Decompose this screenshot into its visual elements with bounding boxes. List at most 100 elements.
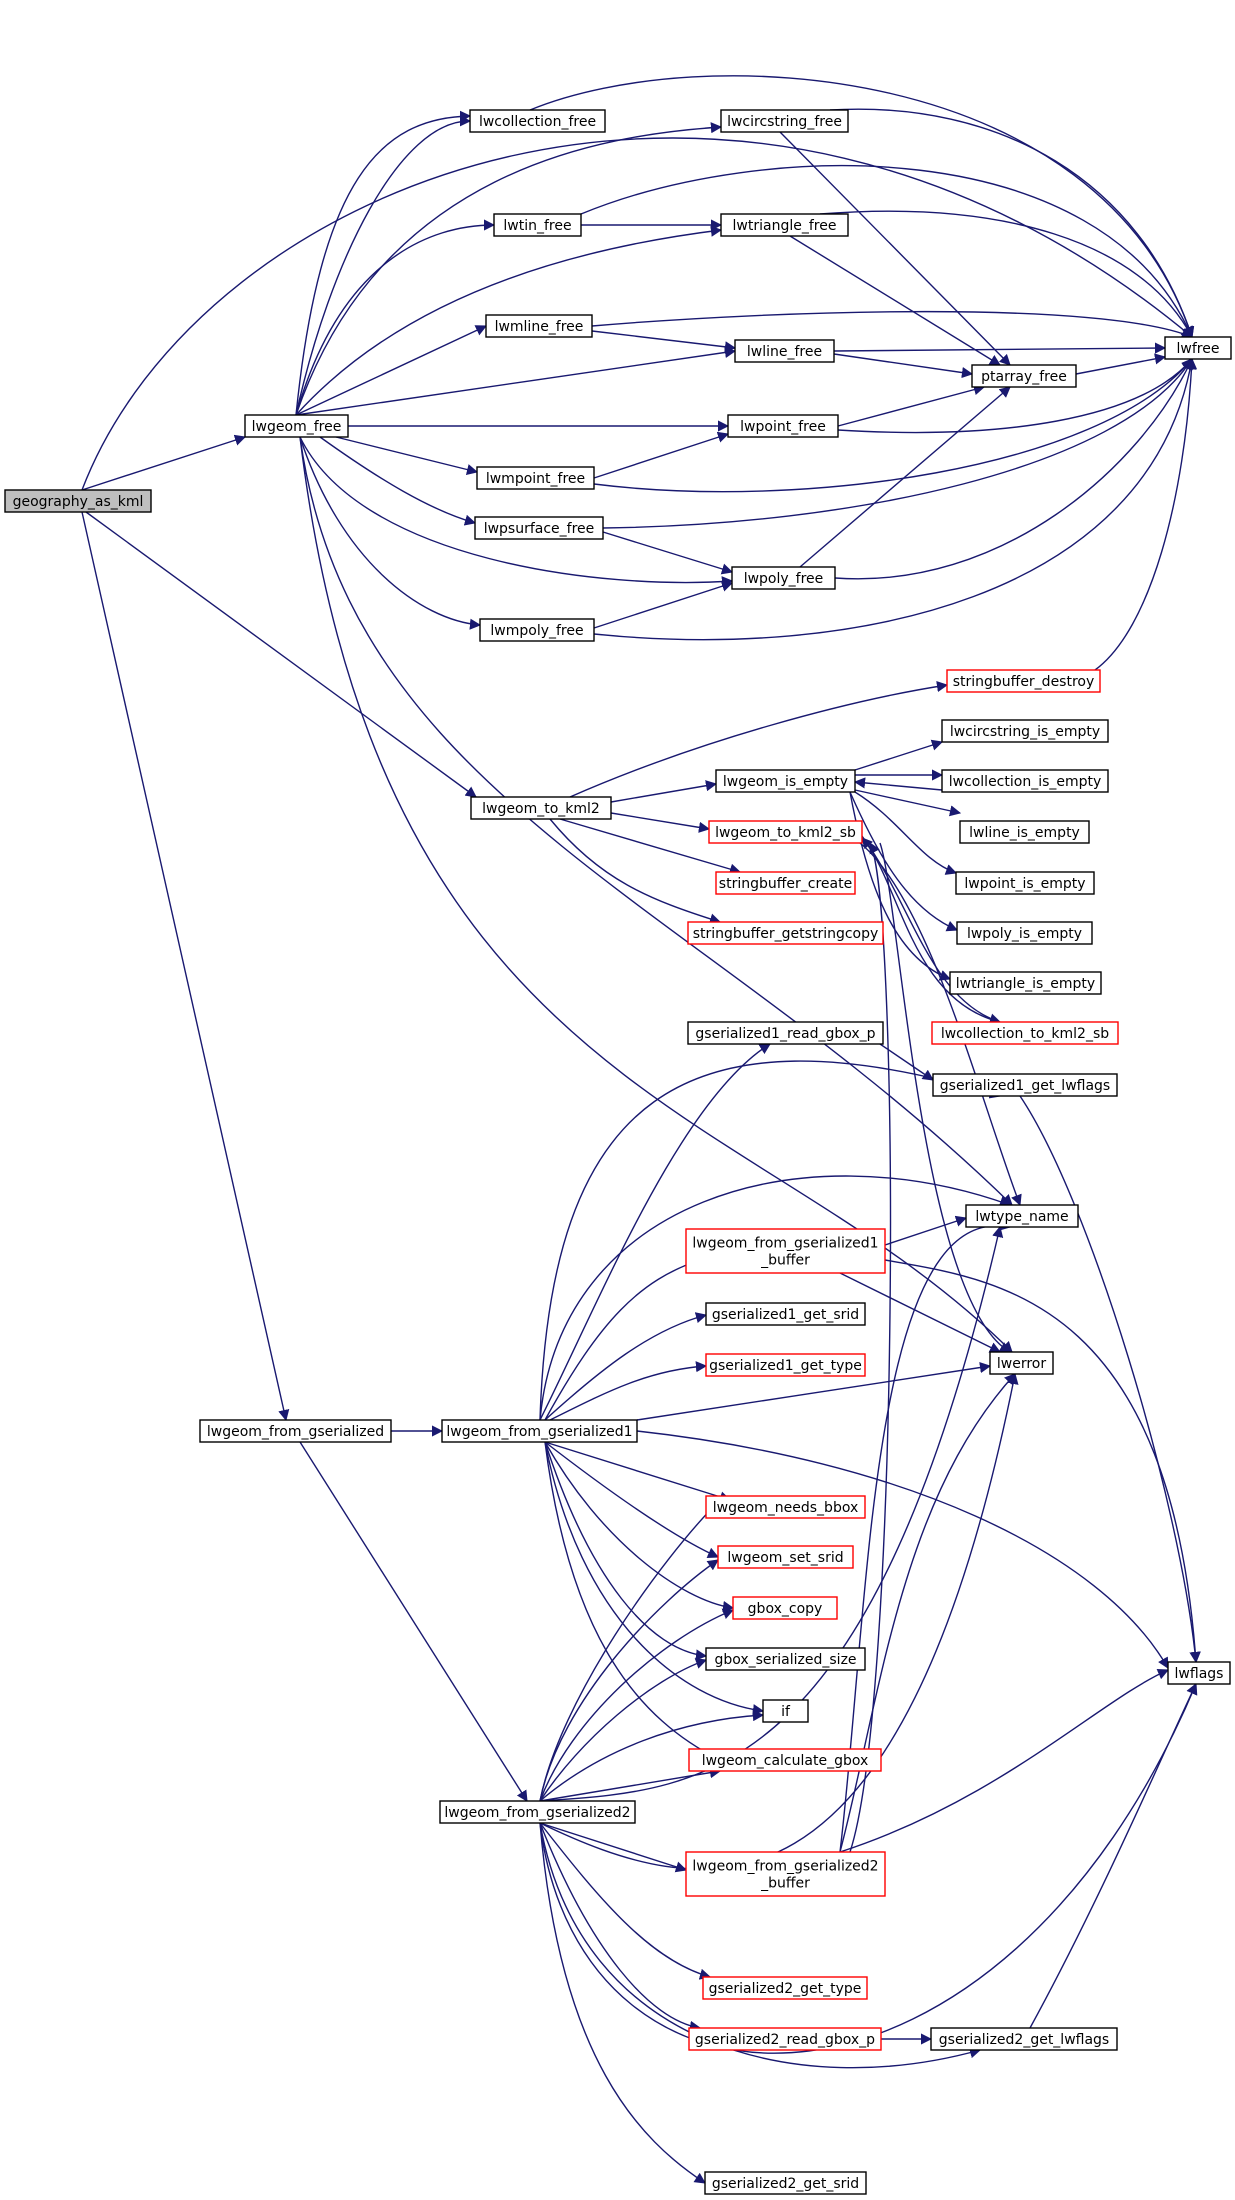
- node-lwline-is-empty[interactable]: lwline_is_empty: [959, 820, 1090, 844]
- node-gserialized1-read-gbox-p[interactable]: gserialized1_read_gbox_p: [687, 1021, 884, 1045]
- node-lwerror[interactable]: lwerror: [989, 1351, 1054, 1375]
- node-label: lwline_free: [747, 344, 822, 360]
- call-edge: [335, 436, 479, 476]
- node-lwtype-name[interactable]: lwtype_name: [965, 1204, 1079, 1228]
- call-edge: [879, 842, 1011, 1353]
- node-stringbuffer-destroy[interactable]: stringbuffer_destroy: [946, 669, 1101, 693]
- node-label: gbox_serialized_size: [714, 1652, 856, 1668]
- node-label: gserialized2_read_gbox_p: [695, 2032, 875, 2048]
- node-lwgeom-to-kml2[interactable]: lwgeom_to_kml2: [470, 796, 612, 820]
- node-lwgeom-from-gserialized1-buffer[interactable]: lwgeom_from_gserialized1_buffer: [685, 1228, 886, 1274]
- node-gserialized2-read-gbox-p[interactable]: gserialized2_read_gbox_p: [688, 2027, 882, 2051]
- node-lwgeom-calculate-gbox[interactable]: lwgeom_calculate_gbox: [688, 1748, 882, 1772]
- node-box: [702, 1976, 868, 2000]
- node-ptarray-free[interactable]: ptarray_free: [971, 364, 1077, 388]
- node-gbox-serialized-size[interactable]: gbox_serialized_size: [705, 1647, 866, 1671]
- node-lwgeom-is-empty[interactable]: lwgeom_is_empty: [715, 769, 856, 793]
- node-box: [705, 1647, 866, 1671]
- node-lwtriangle-is-empty[interactable]: lwtriangle_is_empty: [949, 971, 1102, 995]
- node-lwtin-free[interactable]: lwtin_free: [493, 213, 582, 237]
- node-box: [687, 921, 884, 945]
- function-nodes: geography_as_kmllwgeom_freelwcollection_…: [4, 109, 1232, 2195]
- node-lwpsurface-free[interactable]: lwpsurface_free: [474, 516, 604, 540]
- node-lwline-free[interactable]: lwline_free: [734, 339, 835, 363]
- node-box: [1167, 1661, 1231, 1685]
- node-lwcircstring-is-empty[interactable]: lwcircstring_is_empty: [941, 719, 1109, 743]
- node-stringbuffer-create[interactable]: stringbuffer_create: [715, 871, 856, 895]
- node-gserialized2-get-srid[interactable]: gserialized2_get_srid: [704, 2171, 867, 2195]
- node-lwgeom-from-gserialized2[interactable]: lwgeom_from_gserialized2: [439, 1800, 636, 1824]
- call-edge: [295, 115, 472, 416]
- node-box: [715, 769, 856, 793]
- node-lwpoint-is-empty[interactable]: lwpoint_is_empty: [955, 871, 1095, 895]
- node-lwflags[interactable]: lwflags: [1167, 1661, 1231, 1685]
- node-label: lwtriangle_is_empty: [956, 976, 1095, 992]
- node-gserialized2-get-type[interactable]: gserialized2_get_type: [702, 1976, 868, 2000]
- node-gserialized1-get-lwflags[interactable]: gserialized1_get_lwflags: [932, 1073, 1118, 1097]
- node-lwmpoly-free[interactable]: lwmpoly_free: [479, 618, 595, 642]
- node-if[interactable]: if: [762, 1699, 809, 1723]
- node-label: lwgeom_to_kml2: [482, 801, 600, 817]
- node-lwcircstring-free[interactable]: lwcircstring_free: [720, 109, 849, 133]
- node-lwgeom-needs-bbox[interactable]: lwgeom_needs_bbox: [705, 1495, 866, 1519]
- call-edge: [81, 511, 290, 1422]
- node-label: gbox_copy: [748, 1601, 823, 1617]
- call-edge: [544, 1441, 708, 1661]
- call-edge: [884, 1259, 1201, 1664]
- node-lwmline-free[interactable]: lwmline_free: [485, 314, 593, 338]
- node-lwcollection-free[interactable]: lwcollection_free: [469, 109, 606, 133]
- node-lwtriangle-free[interactable]: lwtriangle_free: [720, 213, 849, 237]
- call-edge: [295, 110, 472, 416]
- node-lwmpoint-free[interactable]: lwmpoint_free: [476, 466, 595, 490]
- node-box: [470, 796, 612, 820]
- call-edge: [819, 210, 1193, 338]
- node-label: gserialized1_read_gbox_p: [695, 1026, 875, 1042]
- node-label: lwerror: [997, 1356, 1046, 1372]
- node-box: [941, 719, 1109, 743]
- node-label: gserialized2_get_type: [709, 1981, 862, 1997]
- call-edge: [854, 739, 944, 771]
- call-edge: [295, 122, 723, 416]
- node-lwcollection-to-kml2-sb[interactable]: lwcollection_to_kml2_sb: [931, 1021, 1119, 1045]
- node-box: [715, 871, 856, 895]
- node-lwgeom-from-gserialized1[interactable]: lwgeom_from_gserialized1: [441, 1419, 638, 1443]
- node-gserialized1-get-srid[interactable]: gserialized1_get_srid: [705, 1302, 866, 1326]
- node-gserialized2-get-lwflags[interactable]: gserialized2_get_lwflags: [930, 2027, 1118, 2051]
- call-edge: [299, 436, 734, 588]
- node-label: lwgeom_to_kml2_sb: [715, 825, 856, 841]
- node-box: [687, 1021, 884, 1045]
- call-edge: [853, 777, 943, 791]
- node-lwpoly-is-empty[interactable]: lwpoly_is_empty: [956, 921, 1093, 945]
- call-edge: [833, 353, 974, 379]
- call-edge: [539, 1822, 702, 2032]
- node-lwgeom-set-srid[interactable]: lwgeom_set_srid: [717, 1545, 854, 1569]
- node-lwgeom-from-gserialized2-buffer[interactable]: lwgeom_from_gserialized2_buffer: [685, 1851, 886, 1897]
- call-edge: [539, 1658, 708, 1802]
- node-label: lwpoly_free: [744, 571, 824, 587]
- node-lwpoint-free[interactable]: lwpoint_free: [727, 414, 839, 438]
- node-box: [708, 820, 863, 844]
- call-edge: [884, 1215, 968, 1246]
- call-edge: [829, 108, 1195, 339]
- node-gserialized1-get-type[interactable]: gserialized1_get_type: [705, 1353, 866, 1377]
- call-edge: [636, 1430, 1169, 1669]
- node-box: [4, 489, 152, 513]
- node-lwgeom-from-gserialized[interactable]: lwgeom_from_gserialized: [199, 1419, 392, 1443]
- node-lwcollection-is-empty[interactable]: lwcollection_is_empty: [941, 769, 1109, 793]
- node-label: lwpsurface_free: [484, 521, 595, 537]
- node-lwpoly-free[interactable]: lwpoly_free: [731, 566, 836, 590]
- node-lwgeom-to-kml2-sb[interactable]: lwgeom_to_kml2_sb: [708, 820, 863, 844]
- call-edge: [544, 1441, 720, 1558]
- node-lwgeom-free[interactable]: lwgeom_free: [244, 414, 349, 438]
- node-lwfree[interactable]: lwfree: [1164, 336, 1232, 360]
- node-box: [959, 820, 1090, 844]
- node-label: gserialized2_get_srid: [712, 2176, 859, 2192]
- node-box: [941, 769, 1109, 793]
- node-box: [685, 1851, 886, 1897]
- call-edge: [593, 431, 730, 479]
- node-stringbuffer-getstringcopy[interactable]: stringbuffer_getstringcopy: [687, 921, 884, 945]
- node-gbox-copy[interactable]: gbox_copy: [732, 1596, 838, 1620]
- call-edge: [81, 434, 247, 491]
- call-edge: [539, 1710, 765, 1802]
- node-box: [479, 618, 595, 642]
